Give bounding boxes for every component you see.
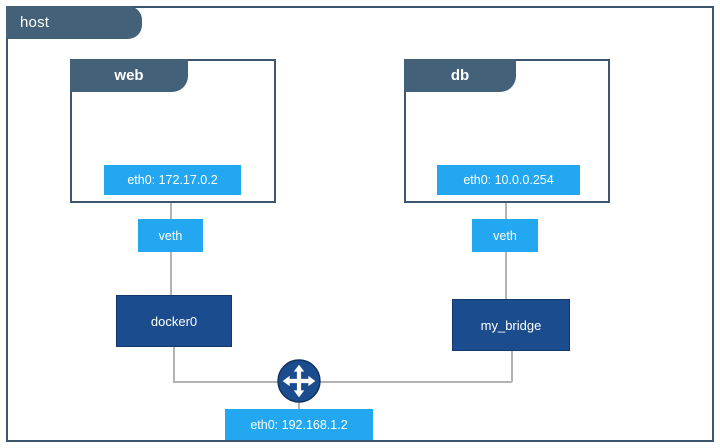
container-web-label: web	[114, 67, 144, 84]
link-veth-to-docker0	[170, 252, 172, 296]
veth-left-chip[interactable]: veth	[138, 219, 203, 252]
host-title-tab: host	[6, 6, 142, 39]
link-mybridge-to-bus	[511, 351, 513, 382]
link-web-to-veth	[170, 203, 172, 220]
host-eth0-label: eth0: 192.168.1.2	[250, 417, 348, 432]
db-eth0-label: eth0: 10.0.0.254	[463, 173, 554, 187]
bridge-docker0-label: docker0	[150, 313, 198, 329]
container-db-label: db	[450, 67, 470, 84]
bridge-my-bridge-label: my_bridge	[480, 317, 542, 333]
bridge-my-bridge[interactable]: my_bridge	[452, 299, 570, 351]
container-db-title-tab: db	[404, 59, 516, 92]
bridge-docker0[interactable]: docker0	[116, 295, 232, 347]
veth-right-chip[interactable]: veth	[472, 219, 538, 252]
db-eth0-chip[interactable]: eth0: 10.0.0.254	[437, 165, 580, 195]
router-icon-svg	[277, 359, 321, 403]
link-veth-to-mybridge	[505, 252, 507, 302]
veth-right-label: veth	[493, 228, 517, 243]
bus-line-right	[320, 381, 512, 383]
host-title-label: host	[20, 14, 50, 31]
container-web-title-tab: web	[70, 59, 188, 92]
link-db-to-veth	[505, 203, 507, 220]
router-icon[interactable]	[277, 359, 321, 403]
web-eth0-label: eth0: 172.17.0.2	[127, 173, 218, 187]
bus-line-left	[173, 381, 301, 383]
link-docker0-to-bus	[173, 347, 175, 382]
host-eth0-chip[interactable]: eth0: 192.168.1.2	[225, 409, 373, 440]
web-eth0-chip[interactable]: eth0: 172.17.0.2	[104, 165, 241, 195]
veth-left-label: veth	[158, 228, 183, 243]
